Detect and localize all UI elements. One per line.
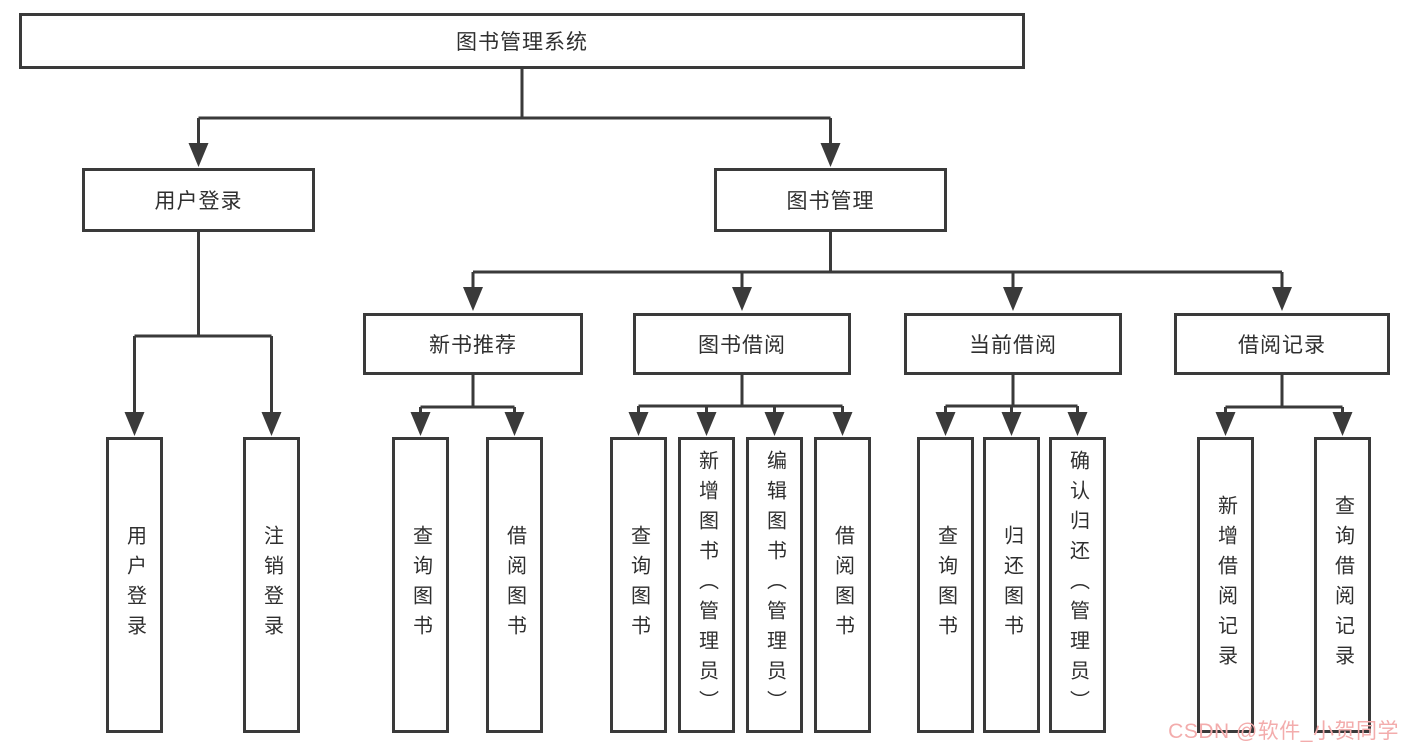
leaf-borrow-books: 借阅图书 xyxy=(486,437,543,733)
watermark: CSDN @软件_小贺同学 xyxy=(1168,720,1399,743)
leaf-query-books: 查询图书 xyxy=(392,437,449,733)
node-library-management-system: 图书管理系统 xyxy=(19,13,1025,69)
node-borrowing-records: 借阅记录 xyxy=(1174,313,1390,375)
leaf-query-books: 查询图书 xyxy=(610,437,667,733)
node-user-login: 用户登录 xyxy=(82,168,315,232)
arrowheads xyxy=(124,143,1353,436)
node-current-borrowing: 当前借阅 xyxy=(904,313,1122,375)
leaf-query-books: 查询图书 xyxy=(917,437,974,733)
node-label: 归还图书 xyxy=(1000,525,1023,645)
node-new-book-recommendation: 新书推荐 xyxy=(363,313,583,375)
node-label: 确认归还（管理员） xyxy=(1066,450,1089,720)
node-book-management: 图书管理 xyxy=(714,168,947,232)
leaf-edit-books-admin: 编辑图书（管理员） xyxy=(746,437,803,733)
node-book-borrowing: 图书借阅 xyxy=(633,313,851,375)
node-label: 借阅图书 xyxy=(831,525,854,645)
leaf-logout: 注销登录 xyxy=(243,437,300,733)
node-label: 借阅图书 xyxy=(503,525,526,645)
node-label: 注销登录 xyxy=(260,525,283,645)
node-label: 新增借阅记录 xyxy=(1214,495,1237,675)
node-label: 图书借阅 xyxy=(698,334,786,357)
node-label: 新书推荐 xyxy=(429,334,517,357)
leaf-confirm-return-admin: 确认归还（管理员） xyxy=(1049,437,1106,733)
connector-rails xyxy=(133,67,1344,420)
node-label: 新增图书（管理员） xyxy=(695,450,718,720)
node-label: 图书管理 xyxy=(786,190,875,213)
leaf-borrow-books: 借阅图书 xyxy=(814,437,871,733)
node-label: 用户登录 xyxy=(154,190,243,213)
leaf-add-books-admin: 新增图书（管理员） xyxy=(678,437,735,733)
node-label: 查询图书 xyxy=(627,525,650,645)
leaf-return-books: 归还图书 xyxy=(983,437,1040,733)
node-label: 查询借阅记录 xyxy=(1331,495,1354,675)
node-label: 查询图书 xyxy=(934,525,957,645)
leaf-add-borrow-record: 新增借阅记录 xyxy=(1197,437,1254,733)
node-label: 编辑图书（管理员） xyxy=(763,450,786,720)
node-label: 借阅记录 xyxy=(1238,334,1326,357)
node-label: 当前借阅 xyxy=(969,334,1057,357)
node-label: 图书管理系统 xyxy=(456,31,588,54)
node-label: 查询图书 xyxy=(409,525,432,645)
leaf-user-login: 用户登录 xyxy=(106,437,163,733)
leaf-query-borrow-record: 查询借阅记录 xyxy=(1314,437,1371,733)
node-label: 用户登录 xyxy=(123,525,146,645)
